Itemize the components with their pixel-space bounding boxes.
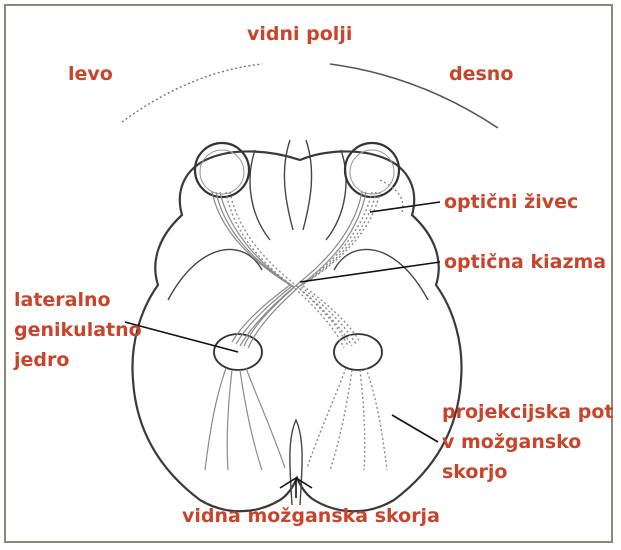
label-opticni-zivec: optični živec [444,188,578,216]
dotted-pathway [226,180,403,470]
label-vidna-skorja: vidna možganska skorja [182,502,440,530]
leader-projekcijska [392,415,438,442]
label-genikulatno: genikulatno [14,316,142,344]
left-visual-field-arc [122,64,262,122]
label-projekcijska-pot: projekcijska pot [442,398,613,426]
leader-opticni-zivec [370,202,440,212]
right-eye-inner [350,150,394,194]
left-eye-inner [200,150,244,194]
label-v-mozgansko: v možgansko [442,428,581,456]
right-eye [345,143,399,197]
midline-top-right [303,140,312,230]
midline-top [284,140,293,230]
label-jedro: jedro [14,346,69,374]
left-eye [195,143,249,197]
left-frontal-fold [250,150,270,240]
label-desno: desno [449,60,513,88]
left-temporal-fold [168,249,262,300]
label-skorjo: skorjo [442,458,507,486]
leader-lgn [125,322,238,352]
label-vidni-polji: vidni polji [247,20,352,48]
leader-opticna-kiazma [300,262,440,282]
label-levo: levo [68,60,113,88]
label-opticna-kiazma: optična kiazma [444,248,606,276]
label-lateralno: lateralno [14,286,111,314]
right-frontal-fold [326,150,346,240]
